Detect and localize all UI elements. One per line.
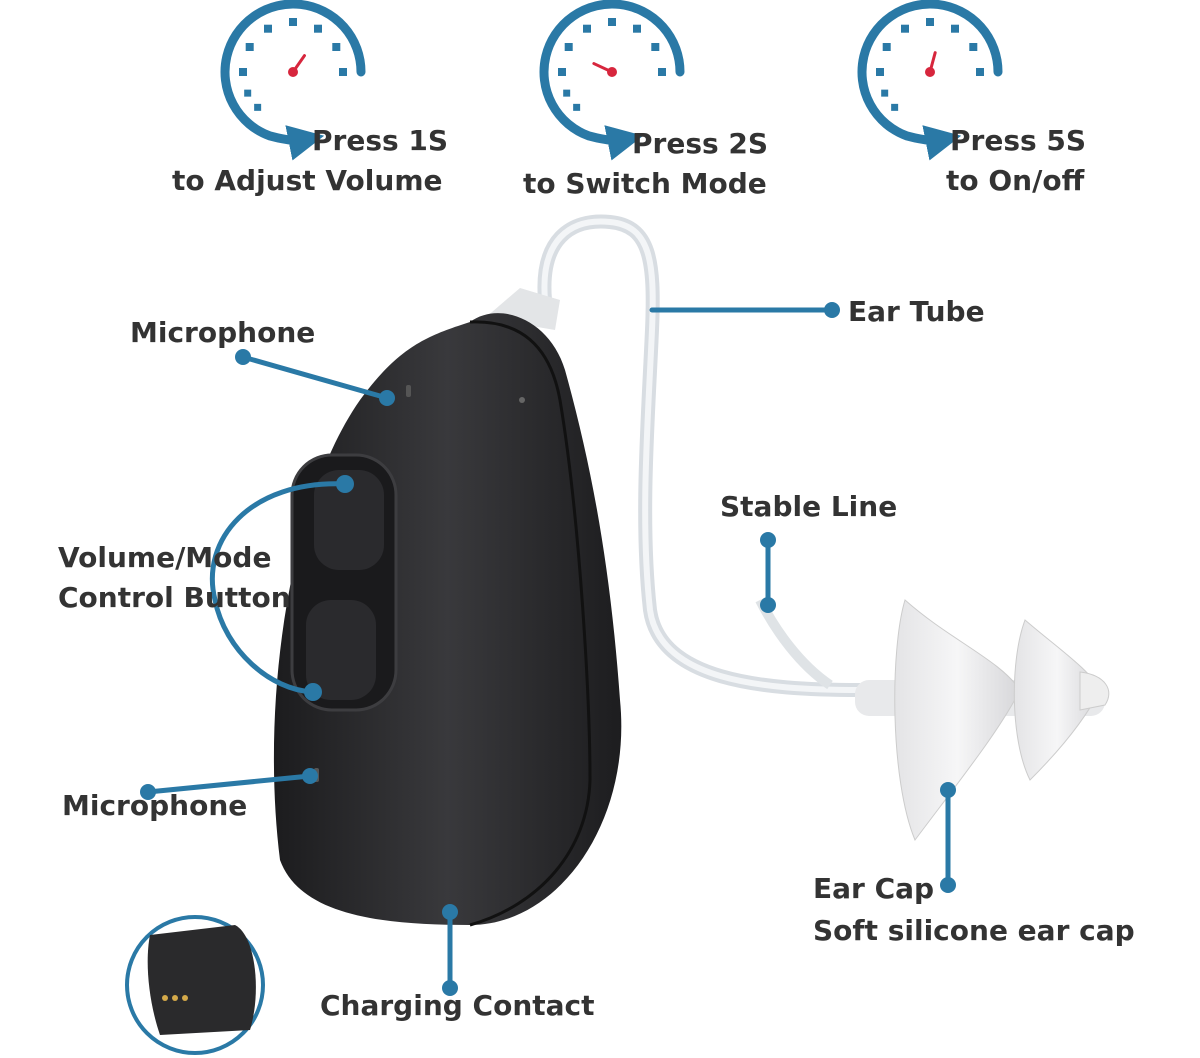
gauge-2-icon (539, 0, 685, 161)
gauge-3-description: to On/off (946, 164, 1085, 197)
label-ear-cap: Ear Cap (813, 872, 934, 905)
label-stable-line: Stable Line (720, 490, 897, 523)
charging-contact-inset (125, 915, 265, 1055)
label-control-button-2: Control Button (58, 581, 291, 614)
label-microphone-bottom: Microphone (62, 789, 247, 822)
label-control-button-1: Volume/Mode (58, 541, 271, 574)
leader-control-button (209, 475, 354, 701)
gauge-1-icon (220, 0, 366, 161)
ear-cap (855, 599, 1110, 842)
leader-stable-line (760, 532, 776, 613)
microphone-port-top (406, 385, 411, 397)
gauge-3-action: Press 5S (950, 124, 1086, 157)
label-ear-cap-description: Soft silicone ear cap (813, 914, 1135, 947)
leader-microphone-top (235, 349, 395, 406)
gauge-1-description: to Adjust Volume (172, 164, 442, 197)
gauge-2-description: to Switch Mode (523, 167, 767, 200)
label-microphone-top: Microphone (130, 316, 315, 349)
gauge-1-action: Press 1S (312, 124, 448, 157)
label-charging-contact: Charging Contact (320, 989, 595, 1022)
leader-ear-tube (649, 302, 840, 318)
hearing-aid-body (273, 288, 622, 927)
leader-ear-cap (940, 782, 956, 893)
leader-charging-contact (442, 904, 458, 996)
leader-microphone-bottom (140, 768, 318, 800)
gauge-3-icon (857, 0, 1003, 161)
label-ear-tube: Ear Tube (848, 295, 985, 328)
stable-line (755, 597, 833, 690)
gauge-2-action: Press 2S (632, 127, 768, 160)
